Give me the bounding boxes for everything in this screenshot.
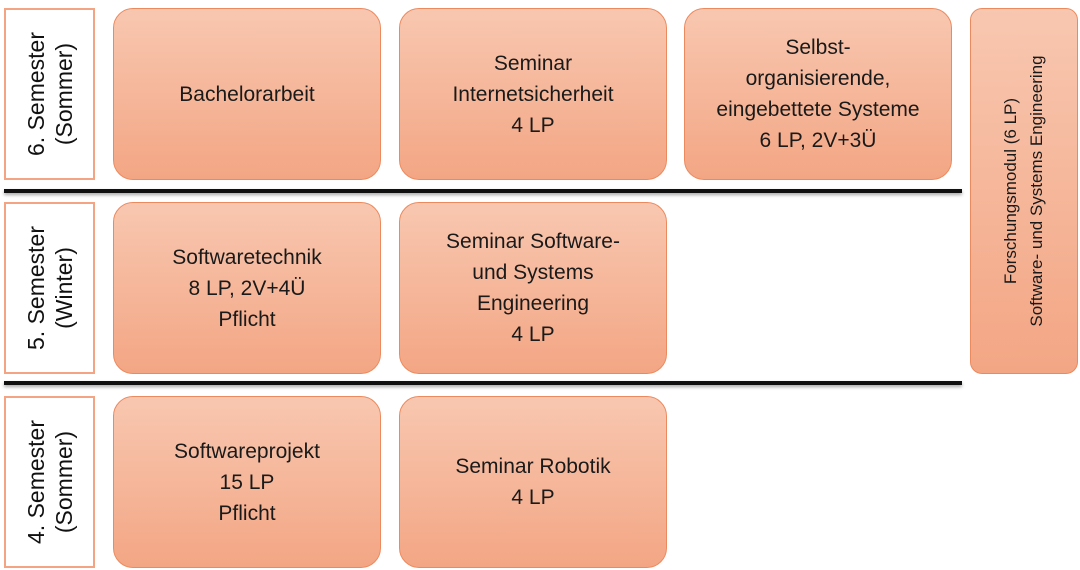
semester-label-6-line2: (Sommer) [50,42,77,146]
module-seminar-robotik-credits: 4 LP [511,486,555,509]
semester-label-5-line1: 5. Semester [22,226,49,350]
module-selbstorganisierende-systeme: Selbst- organisierende, eingebettete Sys… [684,8,952,180]
semester-label-6-line1: 6. Semester [22,32,49,156]
module-selbstorganisierende-line3: eingebettete Systeme [716,98,920,121]
module-seminar-software-systems-engineering: Seminar Software- und Systems Engineerin… [399,202,667,374]
semester-label-4-line1: 4. Semester [22,420,49,544]
module-softwareprojekt-status: Pflicht [218,501,276,525]
module-softwaretechnik: Softwaretechnik 8 LP, 2V+4Ü Pflicht [113,202,381,374]
semester-divider [4,381,962,385]
module-selbstorganisierende-credits: 6 LP, 2V+3Ü [759,129,877,152]
semester-label-5-line2: (Winter) [50,247,77,329]
module-softwaretechnik-status: Pflicht [218,307,276,331]
module-forschungsmodul-line1: Forschungsmodul (6 LP) [1001,97,1020,285]
module-softwareprojekt: Softwareprojekt 15 LP Pflicht [113,396,381,568]
module-seminar-sse-line3: Engineering [476,292,590,315]
module-softwaretechnik-title: Softwaretechnik [172,245,322,269]
module-seminar-internetsicherheit-credits: 4 LP [511,113,555,137]
module-seminar-robotik-title: Seminar Robotik [455,455,611,478]
semester-label-5: 5. Semester (Winter) [4,202,95,374]
module-seminar-sse-credits: 4 LP [511,323,555,346]
module-bachelorarbeit-title: Bachelorarbeit [179,82,315,106]
semester-label-4: 4. Semester (Sommer) [4,396,95,568]
module-bachelorarbeit: Bachelorarbeit [113,8,381,180]
semester-label-4-line2: (Sommer) [50,430,77,534]
module-seminar-internetsicherheit-line2: Internetsicherheit [452,82,614,106]
module-seminar-internetsicherheit: Seminar Internetsicherheit 4 LP [399,8,667,180]
semester-divider [4,189,962,193]
module-softwaretechnik-credits: 8 LP, 2V+4Ü [188,276,306,300]
module-seminar-internetsicherheit-line1: Seminar [493,51,573,75]
module-selbstorganisierende-line1: Selbst- [785,36,851,59]
module-seminar-sse-line1: Seminar Software- [446,230,620,253]
module-softwareprojekt-title: Softwareprojekt [174,439,320,463]
module-forschungsmodul: Forschungsmodul (6 LP) Software- und Sys… [970,8,1078,374]
module-seminar-sse-line2: und Systems [472,261,594,284]
module-seminar-robotik: Seminar Robotik 4 LP [399,396,667,568]
module-selbstorganisierende-line2: organisierende, [745,67,891,90]
module-softwareprojekt-credits: 15 LP [219,470,275,494]
semester-label-6: 6. Semester (Sommer) [4,8,95,180]
module-forschungsmodul-line2: Software- und Systems Engineering [1027,55,1046,327]
